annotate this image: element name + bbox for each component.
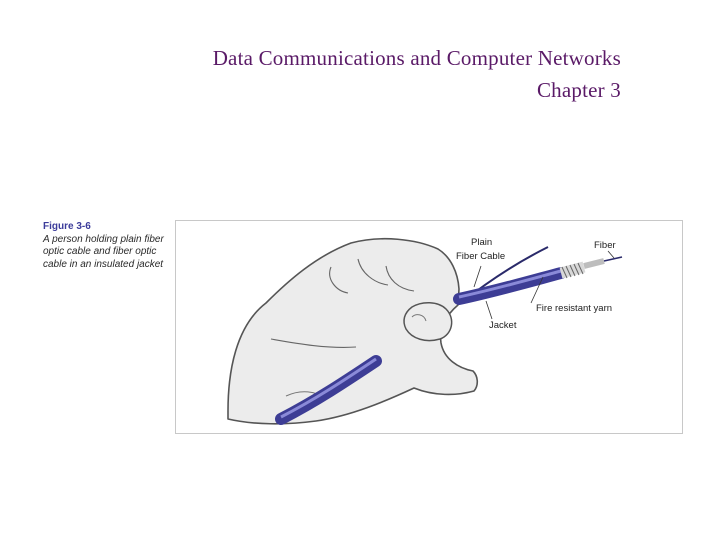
figure-caption: Figure 3-6 A person holding plain fiber … [43, 221, 173, 271]
label-plain-line1: Plain [471, 237, 492, 248]
label-fire-resistant-yarn: Fire resistant yarn [536, 303, 612, 314]
inner-buffer [583, 258, 605, 269]
finger-crease [329, 266, 349, 294]
figure-illustration: Plain Fiber Cable Fiber Fire resistant y… [175, 220, 683, 434]
fire-resistant-yarn [559, 261, 586, 279]
figure-caption-text: A person holding plain fiber optic cable… [43, 233, 164, 270]
fiber-core [603, 256, 623, 262]
jacketed-fiber-cable-lower [275, 355, 382, 425]
finger-crease [385, 265, 415, 292]
slide-title: Data Communications and Computer Network… [213, 42, 621, 106]
label-fiber: Fiber [594, 240, 616, 251]
jacketed-fiber-cable [453, 267, 567, 305]
title-line-1: Data Communications and Computer Network… [212, 46, 621, 70]
thumb-shape [403, 302, 453, 342]
label-jacket: Jacket [489, 320, 517, 331]
figure-number: Figure 3-6 [43, 221, 91, 232]
callout-lines [473, 250, 615, 320]
finger-crease [357, 258, 389, 286]
title-line-2: Chapter 3 [536, 78, 621, 102]
finger-crease [270, 338, 357, 348]
fiber-cable-illustration: Plain Fiber Cable Fiber Fire resistant y… [227, 237, 623, 425]
thumbnail [411, 314, 427, 322]
label-plain-line2: Fiber Cable [456, 251, 505, 262]
